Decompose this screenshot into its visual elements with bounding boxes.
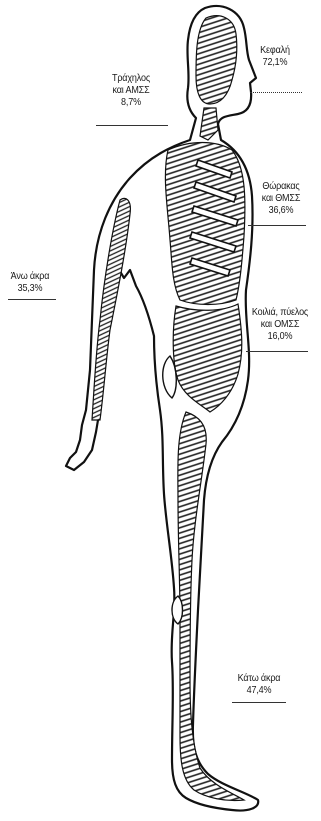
label-lower-limb-name: Κάτω άκρα [231, 672, 288, 684]
label-upper-limb-name: Άνω άκρα [4, 270, 56, 282]
label-neck: Τράχηλος και ΑΜΣΣ 8,7% [97, 72, 164, 108]
label-neck-name-2: και ΑΜΣΣ [97, 84, 164, 96]
leader-thorax [248, 225, 306, 226]
leader-neck [96, 125, 168, 126]
leader-head [250, 92, 302, 93]
label-head: Κεφαλή 72,1% [245, 44, 305, 68]
label-thorax-name-1: Θώρακας [249, 180, 313, 192]
label-abdomen: Κοιλιά, πύελος και ΟΜΣΣ 16,0% [246, 306, 315, 342]
label-head-name: Κεφαλή [245, 44, 305, 56]
label-thorax-value: 36,6% [249, 204, 313, 216]
label-thorax: Θώρακας και ΘΜΣΣ 36,6% [249, 180, 313, 216]
leader-upper-limb [8, 299, 56, 300]
label-neck-name-1: Τράχηλος [97, 72, 164, 84]
leg-region [178, 412, 244, 801]
leader-abdomen [246, 351, 308, 352]
label-neck-value: 8,7% [97, 96, 164, 108]
label-upper-limb: Άνω άκρα 35,3% [4, 270, 56, 294]
knee-mark [172, 596, 183, 624]
leader-lower-limb [232, 702, 286, 703]
label-abdomen-name-2: και ΟΜΣΣ [246, 318, 315, 330]
label-thorax-name-2: και ΘΜΣΣ [249, 192, 313, 204]
label-lower-limb: Κάτω άκρα 47,4% [231, 672, 288, 696]
label-abdomen-value: 16,0% [246, 330, 315, 342]
label-upper-limb-value: 35,3% [4, 282, 56, 294]
label-lower-limb-value: 47,4% [231, 684, 288, 696]
label-abdomen-name-1: Κοιλιά, πύελος [246, 306, 315, 318]
label-head-value: 72,1% [245, 56, 305, 68]
